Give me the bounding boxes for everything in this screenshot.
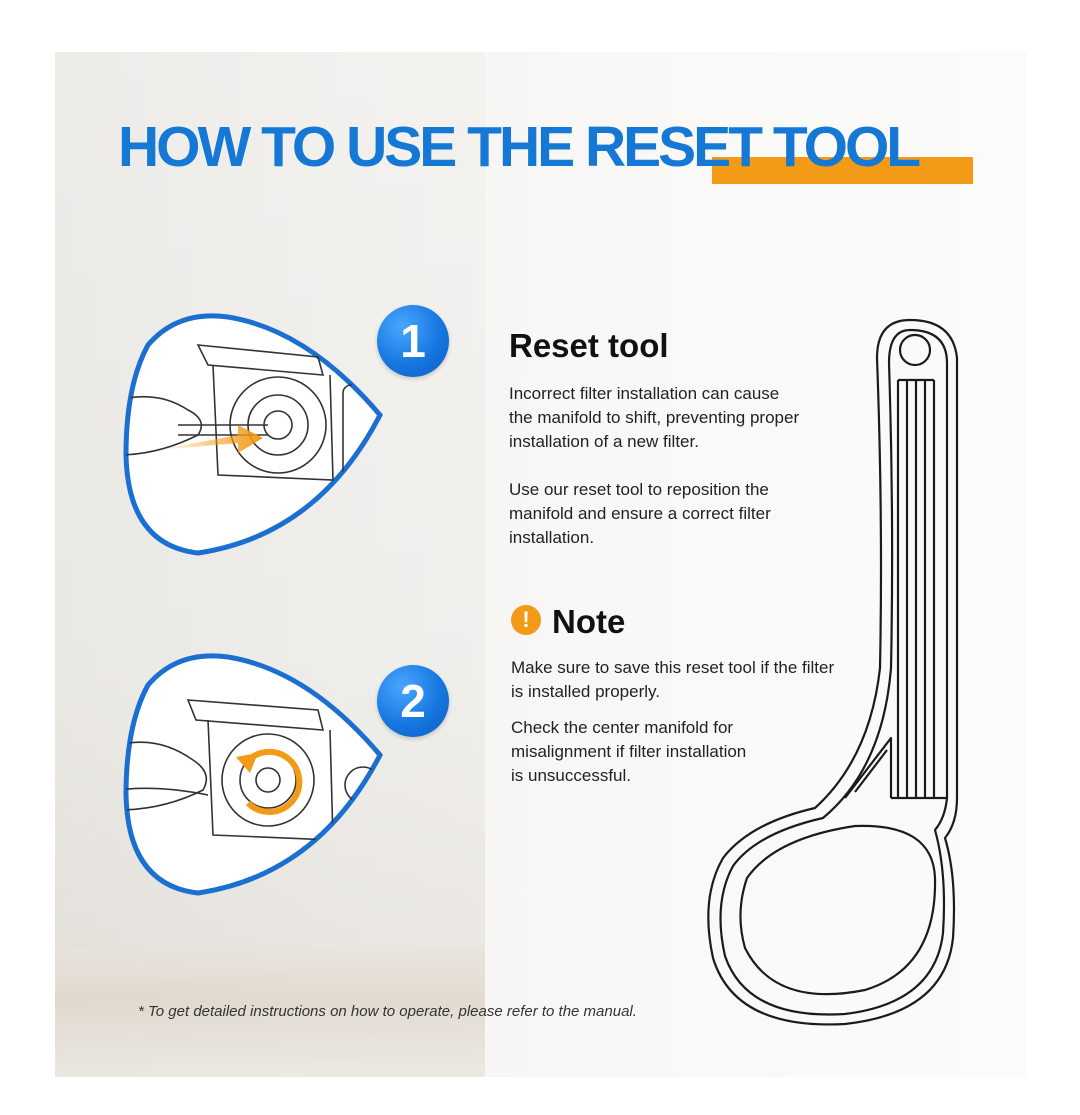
floor bbox=[55, 947, 485, 1077]
page-title: HOW TO USE THE RESET TOOL bbox=[118, 115, 921, 179]
title-underline bbox=[712, 157, 973, 184]
reset-tool-paragraph-1: Incorrect filter installation can cause … bbox=[509, 384, 800, 451]
note-paragraph-1: Make sure to save this reset tool if the… bbox=[511, 658, 835, 701]
reset-tool-paragraph-2: Use our reset tool to reposition the man… bbox=[509, 480, 771, 547]
exclamation-icon: ! bbox=[511, 605, 541, 635]
step-1-illustration bbox=[123, 313, 383, 556]
note-heading: Note bbox=[552, 603, 626, 640]
footnote: * To get detailed instructions on how to… bbox=[138, 1003, 637, 1020]
background-panel bbox=[55, 52, 1027, 1077]
reset-tool-heading: Reset tool bbox=[509, 327, 669, 364]
reset-tool-illustration bbox=[707, 318, 959, 1026]
note-paragraph-2: Check the center manifold for misalignme… bbox=[511, 718, 747, 785]
step-2-badge: 2 bbox=[377, 665, 449, 737]
wall-shade bbox=[55, 52, 485, 1077]
step-2-illustration bbox=[123, 653, 383, 896]
step-1-badge: 1 bbox=[377, 305, 449, 377]
